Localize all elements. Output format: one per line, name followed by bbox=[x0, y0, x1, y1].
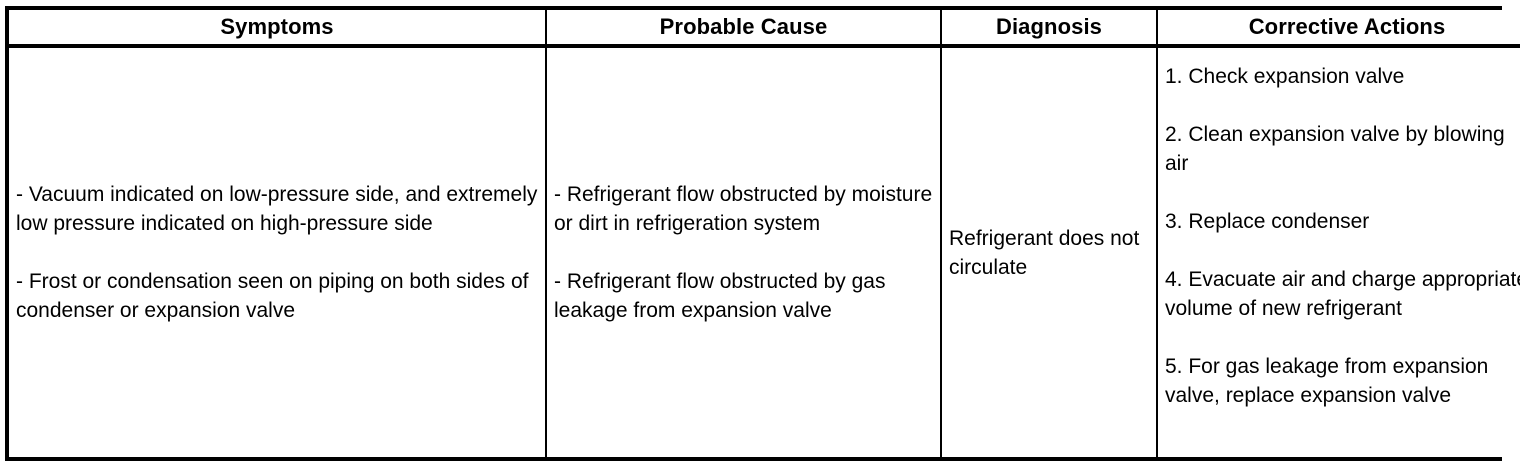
symptom-item: - Frost or condensation seen on piping o… bbox=[16, 270, 529, 322]
corrective-actions-list: 1. Check expansion valve 2. Clean expans… bbox=[1165, 62, 1520, 410]
corrective-action-item: 3. Replace condenser bbox=[1165, 210, 1370, 233]
corrective-action-item: 2. Clean expansion valve by blowing air bbox=[1165, 123, 1505, 175]
column-header-corrective-actions: Corrective Actions bbox=[1157, 10, 1520, 48]
troubleshooting-table-container: Symptoms Probable Cause Diagnosis Correc… bbox=[5, 6, 1520, 461]
probable-cause-item: - Refrigerant flow obstructed by gas lea… bbox=[554, 270, 886, 322]
table-row: - Vacuum indicated on low-pressure side,… bbox=[9, 46, 1520, 457]
cell-probable-cause: - Refrigerant flow obstructed by moistur… bbox=[546, 46, 942, 457]
cell-corrective-actions: 1. Check expansion valve 2. Clean expans… bbox=[1157, 46, 1520, 457]
cell-symptoms: - Vacuum indicated on low-pressure side,… bbox=[9, 46, 547, 457]
diagnosis-text: Refrigerant does not circulate bbox=[949, 226, 1140, 279]
cell-diagnosis: Refrigerant does not circulate bbox=[941, 46, 1158, 457]
corrective-action-item: 1. Check expansion valve bbox=[1165, 65, 1405, 88]
symptoms-list: - Vacuum indicated on low-pressure side,… bbox=[16, 180, 538, 325]
probable-cause-list: - Refrigerant flow obstructed by moistur… bbox=[554, 180, 933, 325]
column-header-diagnosis: Diagnosis bbox=[941, 10, 1158, 48]
header-row: Symptoms Probable Cause Diagnosis Correc… bbox=[9, 10, 1520, 48]
column-header-symptoms: Symptoms bbox=[9, 10, 547, 48]
table-body: - Vacuum indicated on low-pressure side,… bbox=[9, 46, 1520, 457]
table-header: Symptoms Probable Cause Diagnosis Correc… bbox=[9, 10, 1520, 48]
corrective-action-item: 5. For gas leakage from expansion valve,… bbox=[1165, 355, 1489, 407]
corrective-action-item: 4. Evacuate air and charge appropriate v… bbox=[1165, 268, 1520, 320]
probable-cause-item: - Refrigerant flow obstructed by moistur… bbox=[554, 183, 933, 235]
troubleshooting-table: Symptoms Probable Cause Diagnosis Correc… bbox=[9, 10, 1520, 457]
symptom-item: - Vacuum indicated on low-pressure side,… bbox=[16, 183, 538, 235]
column-header-probable-cause: Probable Cause bbox=[546, 10, 942, 48]
